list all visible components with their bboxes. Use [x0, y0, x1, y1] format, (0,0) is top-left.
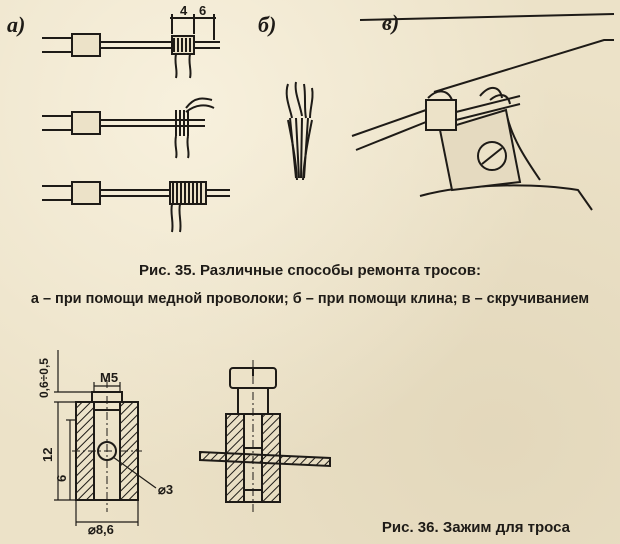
fig35-caption-desc: а – при помощи медной проволоки; б – при…: [30, 291, 590, 307]
fig35-label-b: б): [258, 12, 277, 37]
fig36-clamp-assembly: [199, 360, 331, 512]
fig35a-cable-1: [42, 14, 220, 79]
fig35-label-c: в): [382, 10, 400, 35]
fig35c-twisting-tool: [351, 13, 615, 211]
dim-4: 4: [180, 3, 188, 18]
fig35-caption-title: Рис. 35. Различные способы ремонта тросо…: [139, 262, 481, 279]
dim-6: 6: [199, 3, 206, 18]
fig35-label-a: а): [7, 12, 26, 37]
dim-diameter: ⌀8,6: [88, 522, 114, 537]
fig36-clamp-section: [54, 350, 157, 526]
dim-gap: 0,6÷0,5: [37, 358, 51, 398]
dim-inner: 6: [54, 475, 69, 482]
fig35a-cable-3: [42, 181, 230, 233]
fig35b-wedge: [285, 81, 314, 181]
dim-hole: ⌀3: [158, 482, 173, 497]
fig36-caption: Рис. 36. Зажим для троса: [381, 519, 570, 536]
fig35a-cable-2: [42, 97, 215, 159]
dim-height: 12: [40, 448, 55, 462]
dim-thread: М5: [100, 370, 118, 385]
